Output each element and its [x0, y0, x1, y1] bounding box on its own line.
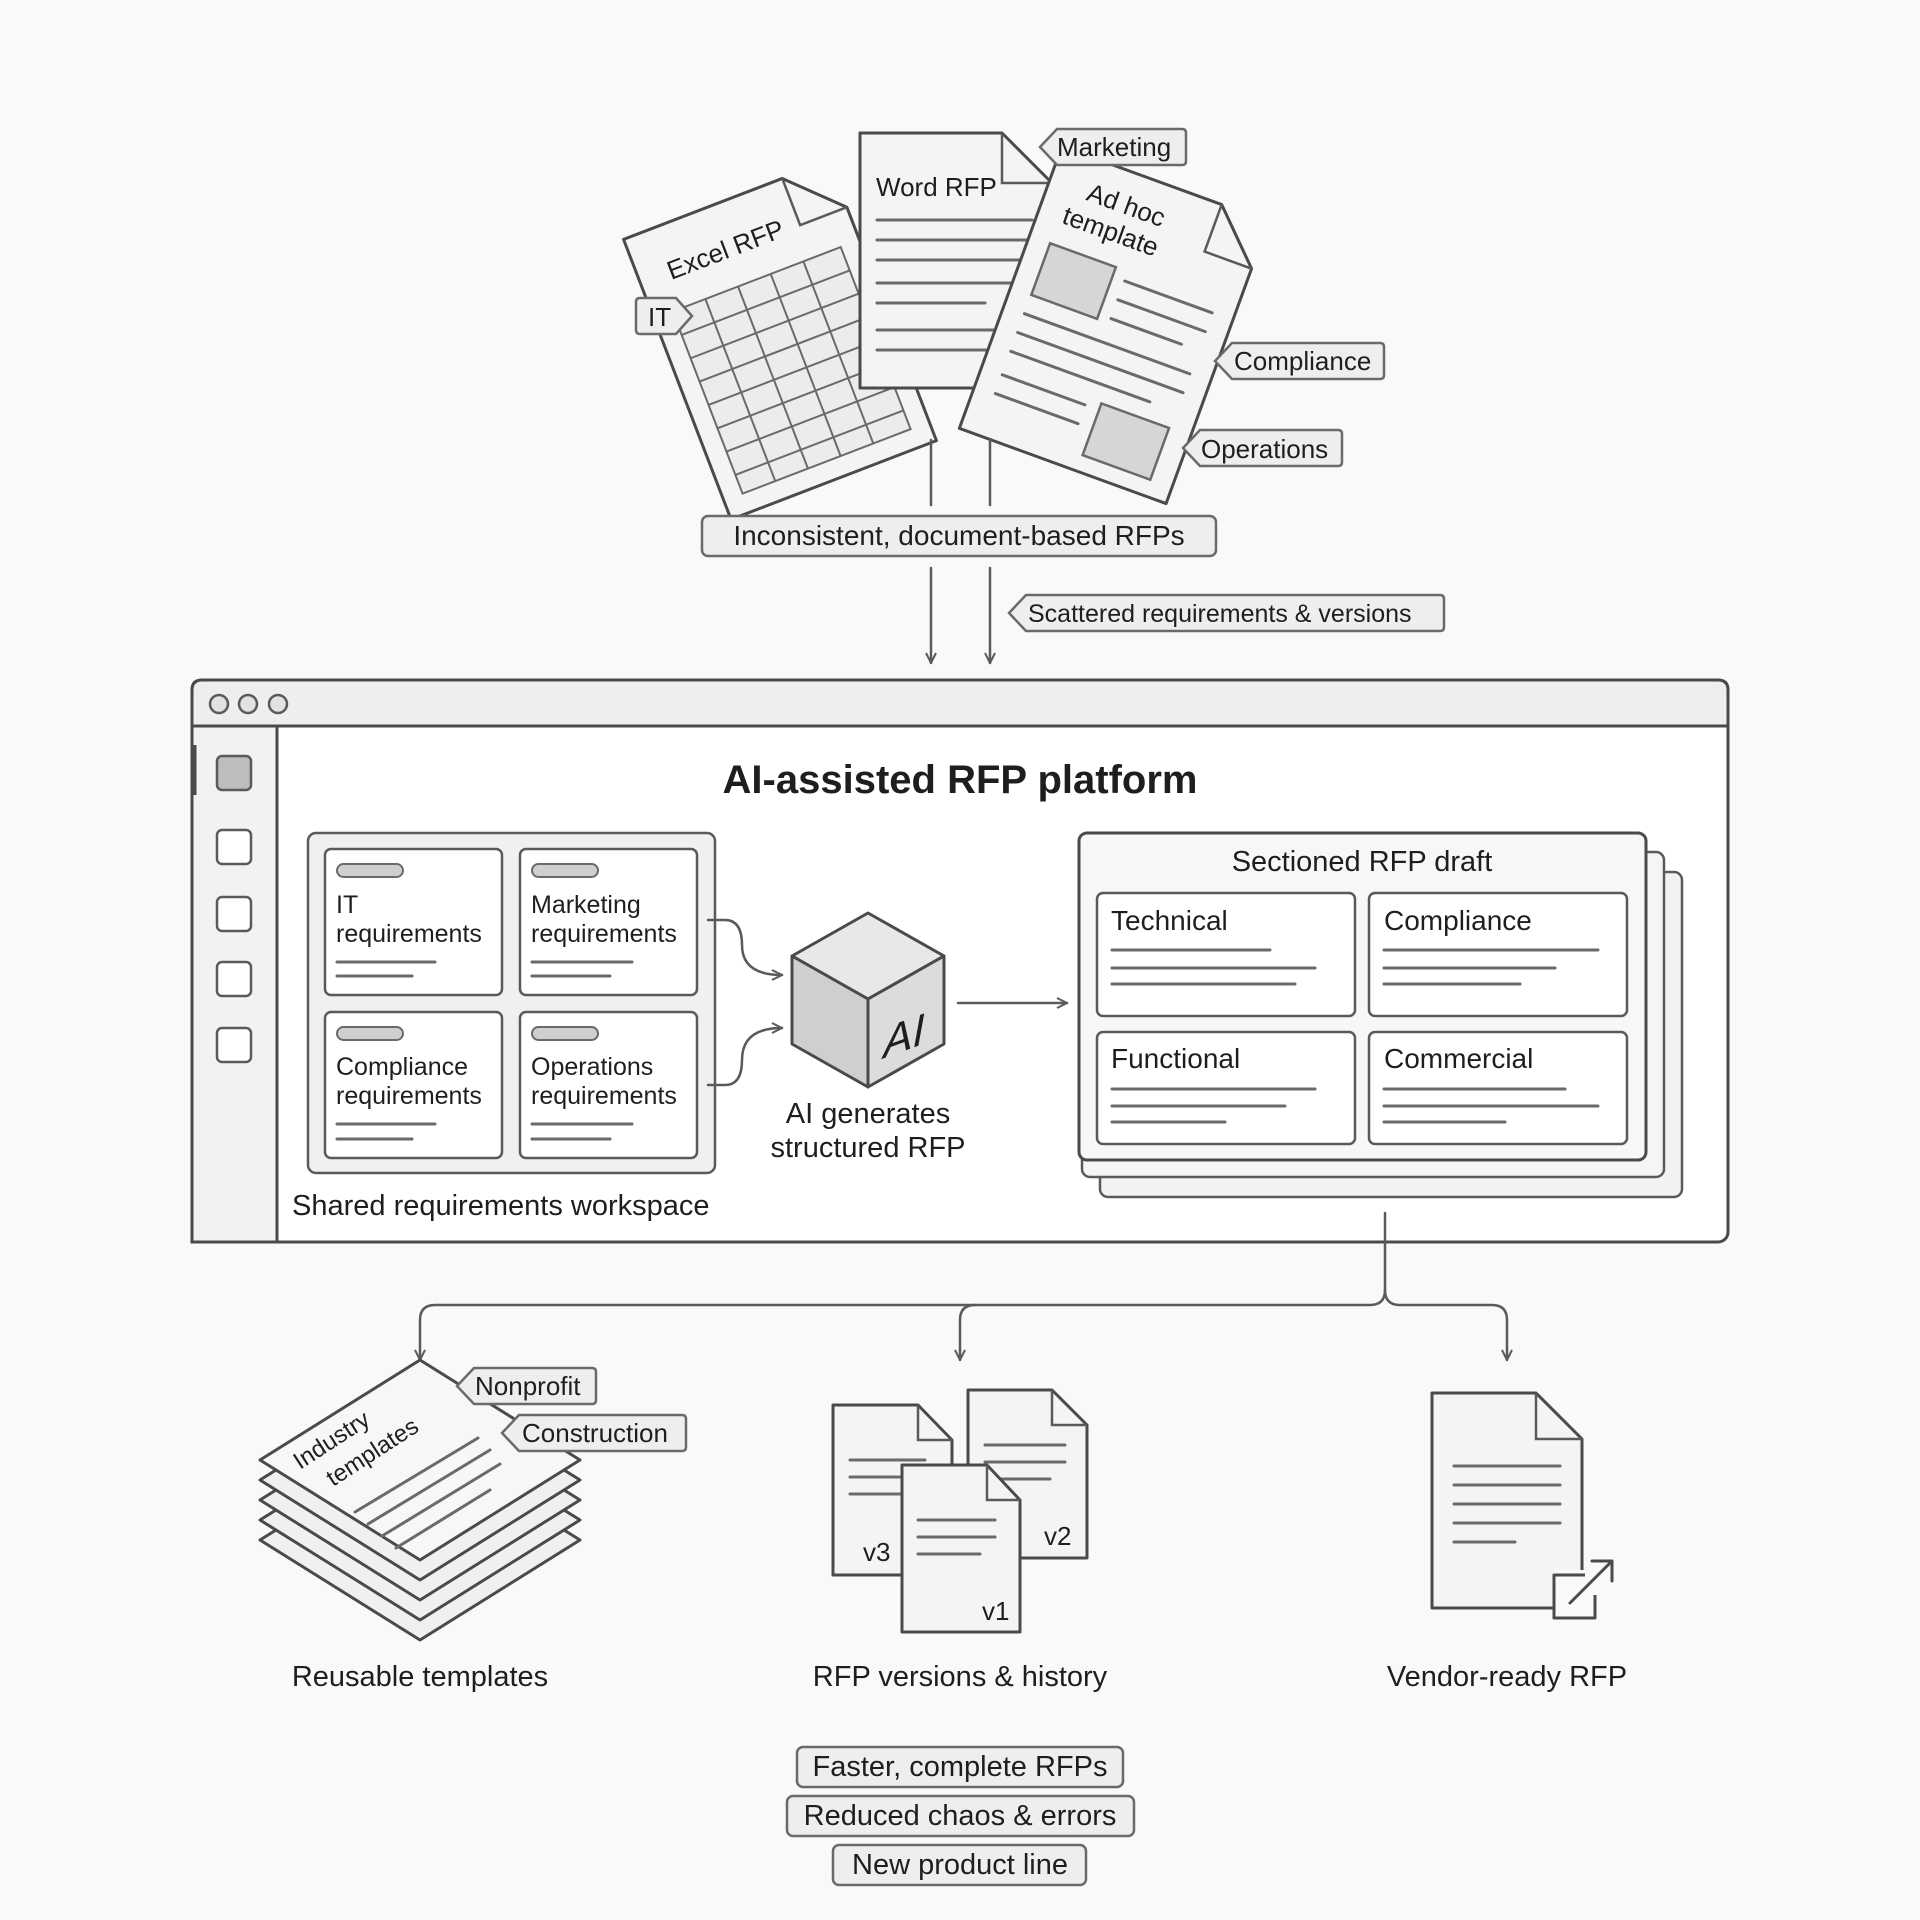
sidebar — [190, 724, 279, 1244]
section-functional[interactable]: Functional — [1095, 1030, 1357, 1146]
platform-window: AI-assisted RFP platform IT requirements… — [190, 678, 1730, 1244]
svg-text:Compliance: Compliance — [1234, 346, 1371, 376]
svg-text:Marketing: Marketing — [531, 891, 641, 919]
svg-text:Compliance: Compliance — [336, 1053, 468, 1081]
versions-label: RFP versions & history — [813, 1661, 1108, 1693]
svg-text:Technical: Technical — [1111, 905, 1228, 936]
image-placeholder-icon — [1029, 241, 1118, 321]
platform-title: AI-assisted RFP platform — [723, 758, 1198, 802]
outcome-badge-reduced-chaos: Reduced chaos & errors — [785, 1794, 1136, 1838]
svg-text:New product line: New product line — [852, 1849, 1068, 1881]
vendor-ready-document — [1430, 1391, 1614, 1620]
outcome-badge-faster: Faster, complete RFPs — [795, 1745, 1125, 1789]
svg-text:IT: IT — [336, 891, 358, 919]
svg-text:Functional: Functional — [1111, 1043, 1240, 1074]
svg-text:v3: v3 — [863, 1537, 890, 1567]
ai-cube-icon: AI — [790, 911, 946, 1089]
ai-caption-line1: AI generates — [786, 1098, 950, 1130]
vendor-label: Vendor-ready RFP — [1387, 1661, 1627, 1693]
section-compliance[interactable]: Compliance — [1367, 891, 1629, 1018]
svg-text:Compliance: Compliance — [1384, 905, 1532, 936]
section-commercial[interactable]: Commercial — [1367, 1030, 1629, 1146]
requirements-workspace: IT requirements Marketing requirements C… — [292, 831, 717, 1222]
sidebar-item[interactable] — [215, 828, 253, 866]
draft-title: Sectioned RFP draft — [1232, 846, 1493, 878]
svg-text:requirements: requirements — [531, 1082, 677, 1110]
svg-text:v2: v2 — [1044, 1521, 1071, 1551]
sidebar-item[interactable] — [215, 960, 253, 998]
problem-label: Inconsistent, document-based RFPs — [733, 520, 1184, 551]
card-compliance-requirements[interactable]: Compliance requirements — [323, 1010, 504, 1160]
templates-label: Reusable templates — [292, 1661, 548, 1693]
svg-text:Marketing: Marketing — [1057, 132, 1171, 162]
window-dot-icon — [237, 693, 259, 715]
sectioned-rfp-draft: Sectioned RFP draft Technical Compliance… — [1077, 831, 1684, 1199]
sidebar-item[interactable] — [215, 895, 253, 933]
window-dot-icon — [267, 693, 289, 715]
svg-text:Nonprofit: Nonprofit — [475, 1371, 581, 1401]
outcome-badge-new-product-line: New product line — [831, 1843, 1088, 1887]
card-operations-requirements[interactable]: Operations requirements — [518, 1010, 699, 1160]
svg-text:Operations: Operations — [531, 1053, 653, 1081]
window-controls — [208, 693, 289, 715]
card-it-requirements[interactable]: IT requirements — [323, 847, 504, 997]
tag-marketing: Marketing — [1038, 127, 1188, 167]
svg-text:v1: v1 — [982, 1596, 1009, 1626]
image-placeholder-icon — [1081, 401, 1171, 482]
text-lines-icon — [875, 218, 1034, 352]
industry-templates-stack: Industry templates — [258, 1358, 582, 1642]
excel-rfp-document: Excel RFP — [622, 176, 938, 521]
svg-text:IT: IT — [648, 302, 671, 332]
sidebar-item[interactable] — [215, 1026, 253, 1064]
flow-arrows-to-platform — [931, 438, 990, 665]
svg-text:Scattered requirements & versi: Scattered requirements & versions — [1028, 600, 1412, 628]
tag-scattered: Scattered requirements & versions — [1007, 593, 1446, 633]
svg-text:Commercial: Commercial — [1384, 1043, 1533, 1074]
workspace-to-ai-arrows — [706, 918, 784, 1087]
version-doc-v1: v1 — [900, 1463, 1022, 1634]
svg-text:Reduced chaos & errors: Reduced chaos & errors — [804, 1800, 1117, 1832]
rfp-versions-documents: v3 v2 v1 — [831, 1388, 1089, 1634]
word-rfp-title: Word RFP — [876, 172, 997, 202]
workspace-label: Shared requirements workspace — [292, 1190, 709, 1222]
adhoc-template-document: Ad hoc template — [957, 144, 1254, 506]
section-technical[interactable]: Technical — [1095, 891, 1357, 1018]
svg-text:requirements: requirements — [531, 920, 677, 948]
ai-caption-line2: structured RFP — [771, 1132, 966, 1164]
tag-construction: Construction — [500, 1413, 688, 1453]
tag-nonprofit: Nonprofit — [455, 1366, 598, 1406]
problem-label-box: Inconsistent, document-based RFPs — [700, 514, 1218, 558]
svg-text:Faster, complete RFPs: Faster, complete RFPs — [813, 1751, 1108, 1783]
svg-text:requirements: requirements — [336, 920, 482, 948]
spreadsheet-grid-icon — [671, 245, 912, 495]
external-link-icon[interactable] — [1552, 1559, 1614, 1620]
tag-it: IT — [634, 296, 694, 336]
tag-compliance: Compliance — [1213, 341, 1386, 381]
svg-text:Operations: Operations — [1201, 434, 1328, 464]
tag-operations: Operations — [1181, 428, 1344, 468]
svg-text:Construction: Construction — [522, 1418, 668, 1448]
output-branch-arrows — [420, 1211, 1507, 1362]
sidebar-item-active[interactable] — [215, 754, 253, 792]
svg-text:requirements: requirements — [336, 1082, 482, 1110]
card-marketing-requirements[interactable]: Marketing requirements — [518, 847, 699, 997]
window-dot-icon — [208, 693, 230, 715]
